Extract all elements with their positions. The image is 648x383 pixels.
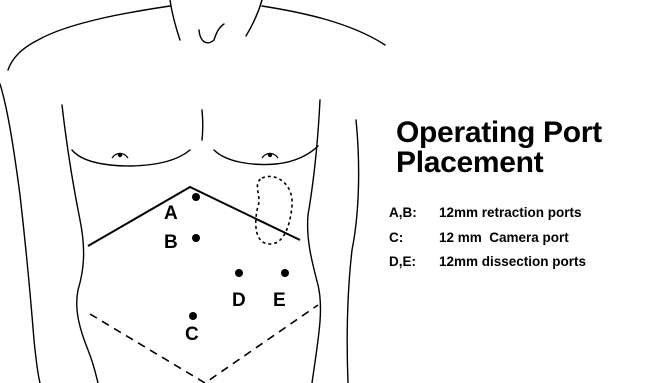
right-arm-outline [347,120,358,383]
right-nipple-dot [268,153,271,156]
right-torso-side [308,100,321,383]
port-d-dot [235,269,243,277]
left-arm-outline [0,84,40,383]
port-c-dot [189,312,197,320]
port-b-label: B [164,232,178,253]
title-line-2: Placement [396,148,602,178]
lower-abdomen-boundary [90,305,318,383]
port-a-label: A [164,203,178,224]
port-e-label: E [273,290,286,311]
legend-key: C: [389,230,403,245]
legend-key: D,E: [389,254,416,269]
legend-key: A,B: [389,205,417,220]
legend-description: 12 mm Camera port [439,230,569,245]
left-shoulder-outline [8,6,170,70]
sternum-line [202,110,203,140]
port-d-label: D [232,290,246,311]
left-nipple-dot [118,153,121,156]
diagram-title: Operating Port Placement [396,118,602,178]
neck-right-line [246,0,262,36]
port-c-label: C [185,324,199,345]
port-b-dot [192,234,200,242]
title-line-1: Operating Port [396,118,602,148]
legend-description: 12mm dissection ports [439,254,586,269]
port-e-dot [281,269,289,277]
port-a-dot [192,193,200,201]
pectoral-left [72,150,190,166]
right-shoulder-outline [262,6,385,45]
neck-left-line [170,0,180,40]
legend-description: 12mm retraction ports [439,205,582,220]
pectoral-right [214,146,318,164]
clavicle-notch [199,24,224,43]
